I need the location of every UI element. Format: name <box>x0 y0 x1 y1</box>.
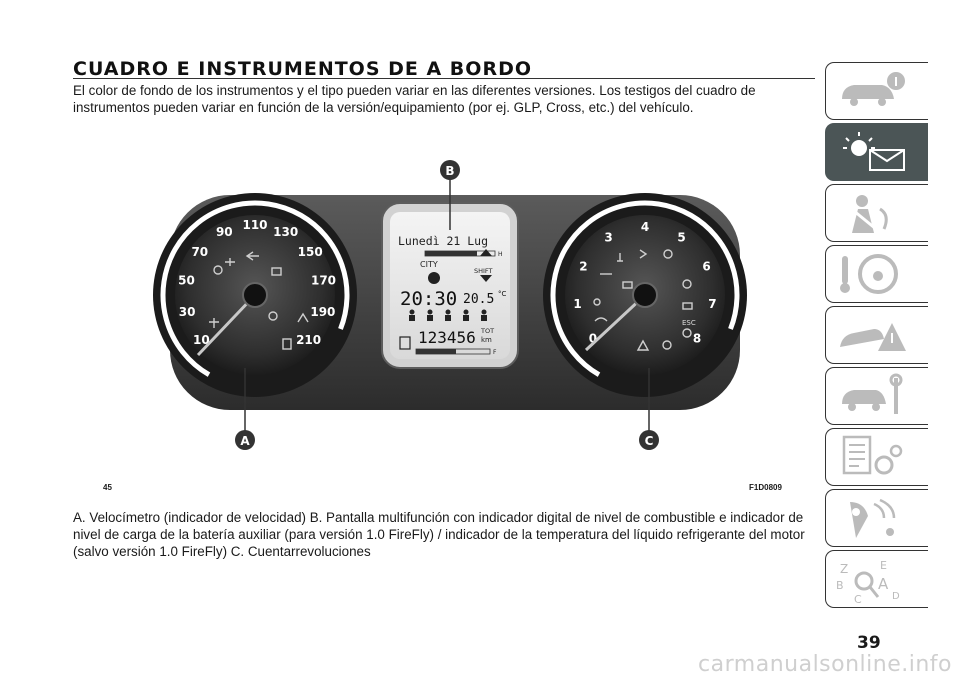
speedometer-scale-label: 170 <box>311 273 336 287</box>
speedometer-scale-label: 50 <box>178 273 195 287</box>
display-day: Lunedì 21 Lug <box>398 234 488 248</box>
speedometer-warning-icons <box>209 251 309 350</box>
shift-up-icon <box>480 249 492 256</box>
emergency-icon <box>840 323 906 351</box>
tab-emergency[interactable] <box>825 306 928 364</box>
svg-text:Z: Z <box>840 562 848 576</box>
speedometer-scale-label: 110 <box>242 218 267 232</box>
svg-text:A: A <box>878 575 889 593</box>
speedometer-needle <box>196 293 257 357</box>
seatbelt-icons <box>409 309 487 321</box>
start-stop-icon <box>428 272 440 284</box>
callout-b: B <box>440 160 460 230</box>
svg-text:C: C <box>645 434 654 448</box>
tab-maintenance[interactable] <box>825 367 928 425</box>
figure-caption: A. Velocímetro (indicador de velocidad) … <box>73 510 805 559</box>
svg-text:C: C <box>854 593 862 606</box>
multifunction-display: Lunedì 21 Lug H CITY SHIFT 20:30 20.5 °C… <box>381 202 519 369</box>
display-time: 20:30 <box>400 288 457 310</box>
shift-down-icon <box>480 275 492 282</box>
svg-text:D: D <box>892 591 900 602</box>
tachometer-scale-label: 6 <box>702 259 710 273</box>
svg-text:B: B <box>445 164 454 178</box>
tab-car-info[interactable] <box>825 62 928 120</box>
speedometer-scale-label: 130 <box>273 225 298 239</box>
tachometer-scale-label: 1 <box>573 297 581 311</box>
speedometer-scale-label: 10 <box>193 333 210 347</box>
display-odo-label: TOT <box>480 327 494 335</box>
fuel-low-label: F <box>493 349 497 356</box>
speedometer-scale-label: 30 <box>179 305 196 319</box>
tachometer-scale: 0 1 2 3 4 5 6 7 8 <box>573 220 716 346</box>
page-title: CUADRO E INSTRUMENTOS DE A BORDO <box>73 58 532 80</box>
display-odometer: 123456 <box>418 328 476 347</box>
svg-text:E: E <box>880 559 887 572</box>
tachometer-scale-label: 5 <box>677 231 685 245</box>
watermark: carmanualsonline.info <box>698 652 952 677</box>
intro-paragraph: El color de fondo de los instrumentos y … <box>73 83 756 115</box>
tachometer-scale-label: 8 <box>693 332 701 346</box>
display-shift: SHIFT <box>474 267 493 275</box>
esc-label: ESC <box>682 319 696 327</box>
figure-number: 45 <box>103 483 112 492</box>
callout-c: C <box>639 368 659 450</box>
display-mode: CITY <box>420 260 438 269</box>
speedometer-scale-label: 90 <box>216 225 233 239</box>
speedometer-scale-label: 150 <box>298 245 323 259</box>
tachometer-scale-label: 2 <box>579 259 587 273</box>
page-number: 39 <box>857 633 881 653</box>
callout-a: A <box>235 368 255 450</box>
technical-data-icon <box>842 435 903 475</box>
speedometer-scale-label: 70 <box>191 245 208 259</box>
safety-icon <box>852 195 888 233</box>
tab-technical-data[interactable] <box>825 428 928 486</box>
tachometer-needle <box>584 293 647 352</box>
tachometer-scale-label: 0 <box>589 332 597 346</box>
display-odo-unit: km <box>481 336 492 344</box>
fuel-pump-icon <box>399 336 411 350</box>
tab-multimedia[interactable] <box>825 489 928 547</box>
speedometer-scale-label: 190 <box>310 305 335 319</box>
figure-code: F1D0809 <box>749 483 782 492</box>
tachometer-scale-label: 3 <box>604 231 612 245</box>
tab-safety[interactable] <box>825 184 928 242</box>
tachometer: 0 1 2 3 4 5 6 7 8 ESC <box>543 193 747 397</box>
tab-warning-lights[interactable] <box>825 123 928 181</box>
speedometer-scale-label: 210 <box>296 333 321 347</box>
title-rule <box>73 78 815 79</box>
svg-text:B: B <box>836 579 844 592</box>
maintenance-icon <box>842 373 903 414</box>
tab-driving[interactable] <box>825 245 928 303</box>
tab-index[interactable]: Z E B A D C <box>825 550 928 608</box>
driving-icon <box>840 254 898 294</box>
car-info-icon <box>842 72 905 106</box>
fuel-high-label: H <box>498 251 503 258</box>
tachometer-scale-label: 4 <box>641 220 649 234</box>
warning-lights-icon <box>843 132 905 171</box>
index-icon: Z E B A D C <box>836 559 900 606</box>
multimedia-icon <box>850 498 896 538</box>
tachometer-scale-label: 7 <box>708 297 716 311</box>
svg-text:A: A <box>240 434 250 448</box>
tachometer-warning-icons <box>593 249 693 351</box>
display-temperature: 20.5 <box>463 292 494 307</box>
display-temp-unit: °C <box>498 290 507 298</box>
